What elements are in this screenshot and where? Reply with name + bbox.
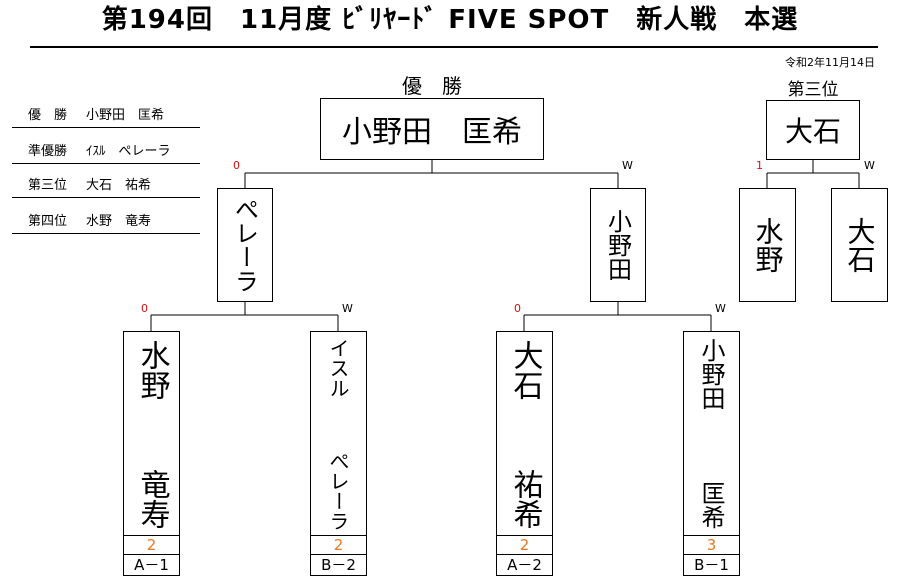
player-given-name: ぺレーラ — [326, 451, 350, 531]
ranking-label: 優 勝 — [28, 108, 68, 123]
player-box-a1: 水野 竜寿 2 A－1 — [123, 331, 180, 576]
finalist-left-name: ぺレーラ — [230, 197, 259, 293]
third-left-mark: 1 — [756, 159, 763, 172]
player-given-name: 竜寿 — [134, 469, 170, 529]
champion-name: 小野田 匡希 — [342, 115, 522, 150]
player-score: 2 — [124, 535, 179, 554]
player-name-area: イスル ぺレーラ — [311, 332, 366, 535]
finalist-right-box: 小野田 — [590, 188, 646, 302]
third-right-box: 大石 — [831, 188, 888, 302]
champion-header: 優 勝 — [402, 74, 462, 98]
final-left-mark: 0 — [233, 159, 240, 172]
champion-box: 小野田 匡希 — [320, 98, 544, 160]
ranking-label: 第四位 — [28, 214, 68, 229]
ranking-name: ｲｽﾙ ぺレーラ — [86, 144, 171, 159]
title-underline — [30, 46, 878, 48]
player-score: 3 — [684, 535, 739, 554]
third-left-name: 水野 — [751, 217, 785, 273]
page-title: 第194回 11月度 ﾋﾞﾘﾔｰﾄﾞ FIVE SPOT 新人戦 本選 — [101, 5, 799, 35]
ranking-row-3rd: 第三位 大石 祐希 — [12, 178, 200, 198]
third-right-name: 大石 — [843, 217, 877, 273]
ranking-row-1st: 優 勝 小野田 匡希 — [12, 108, 200, 128]
player-score: 2 — [311, 535, 366, 554]
ranking-name: 大石 祐希 — [86, 178, 152, 193]
player-score: 2 — [497, 535, 552, 554]
player-seed-code: B－2 — [311, 554, 366, 575]
ranking-name: 小野田 匡希 — [86, 108, 165, 123]
third-place-winner-name: 大石 — [784, 115, 841, 148]
player-name-area: 大石 祐希 — [497, 332, 552, 535]
player-given-name: 匡希 — [697, 481, 725, 529]
semi-left-mark-0: 0 — [141, 302, 148, 315]
third-place-winner-box: 大石 — [766, 100, 860, 160]
ranking-label: 準優勝 — [28, 144, 68, 159]
player-box-b1: 小野田 匡希 3 B－1 — [683, 331, 740, 576]
player-surname: イスル — [326, 338, 350, 398]
player-seed-code: B－1 — [684, 554, 739, 575]
third-left-box: 水野 — [739, 188, 796, 302]
semi-right-mark-0: 0 — [514, 302, 521, 315]
third-right-mark: W — [864, 159, 875, 172]
player-seed-code: A－2 — [497, 554, 552, 575]
ranking-name: 水野 竜寿 — [86, 214, 152, 229]
player-surname: 大石 — [507, 340, 543, 400]
event-date: 令和2年11月14日 — [785, 56, 875, 69]
ranking-row-2nd: 準優勝 ｲｽﾙ ぺレーラ — [12, 144, 200, 164]
ranking-label: 第三位 — [28, 178, 68, 193]
finalist-right-name: 小野田 — [603, 209, 632, 281]
player-surname: 小野田 — [697, 338, 725, 410]
third-place-header: 第三位 — [787, 80, 839, 100]
final-right-mark: W — [622, 159, 633, 172]
player-seed-code: A－1 — [124, 554, 179, 575]
player-name-area: 小野田 匡希 — [684, 332, 739, 535]
player-box-b2: イスル ぺレーラ 2 B－2 — [310, 331, 367, 576]
ranking-row-4th: 第四位 水野 竜寿 — [12, 214, 200, 234]
semi-right-mark-w: W — [715, 302, 726, 315]
finalist-left-box: ぺレーラ — [217, 188, 273, 302]
player-name-area: 水野 竜寿 — [124, 332, 179, 535]
semi-left-mark-w: W — [342, 302, 353, 315]
player-given-name: 祐希 — [507, 469, 543, 529]
player-surname: 水野 — [134, 340, 170, 400]
player-box-a2: 大石 祐希 2 A－2 — [496, 331, 553, 576]
